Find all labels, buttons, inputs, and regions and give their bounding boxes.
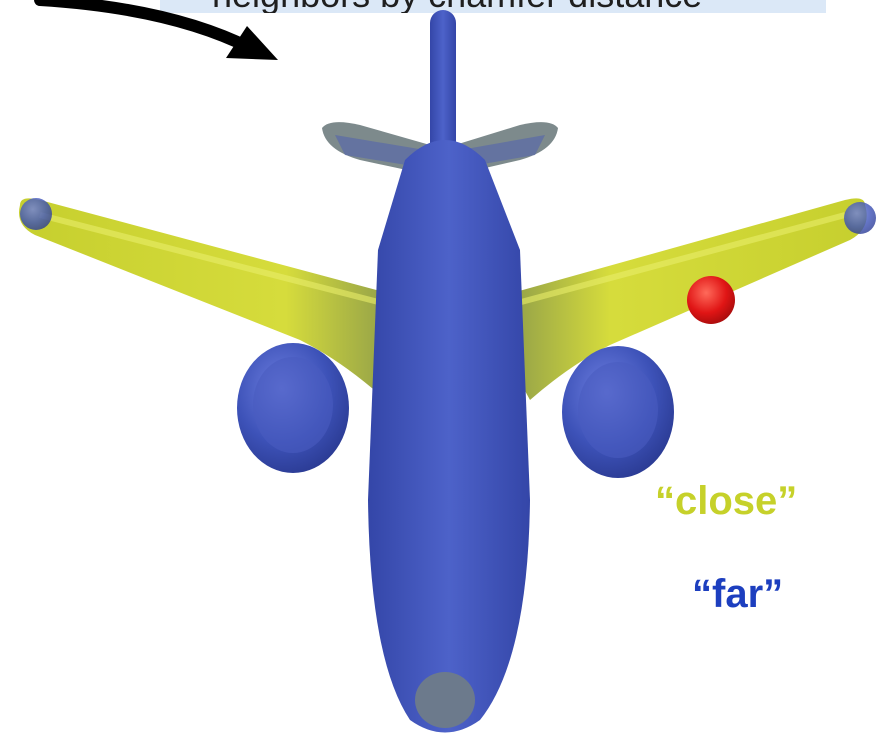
- right-engine: [562, 346, 674, 478]
- vertical-fin: [430, 10, 456, 160]
- label-far: “far”: [692, 572, 783, 617]
- query-point-icon: [687, 276, 735, 324]
- left-engine: [237, 343, 349, 473]
- label-close: “close”: [655, 479, 797, 524]
- left-wing: [19, 198, 400, 395]
- curved-arrow-icon: [40, 0, 278, 60]
- fuselage: [368, 140, 530, 733]
